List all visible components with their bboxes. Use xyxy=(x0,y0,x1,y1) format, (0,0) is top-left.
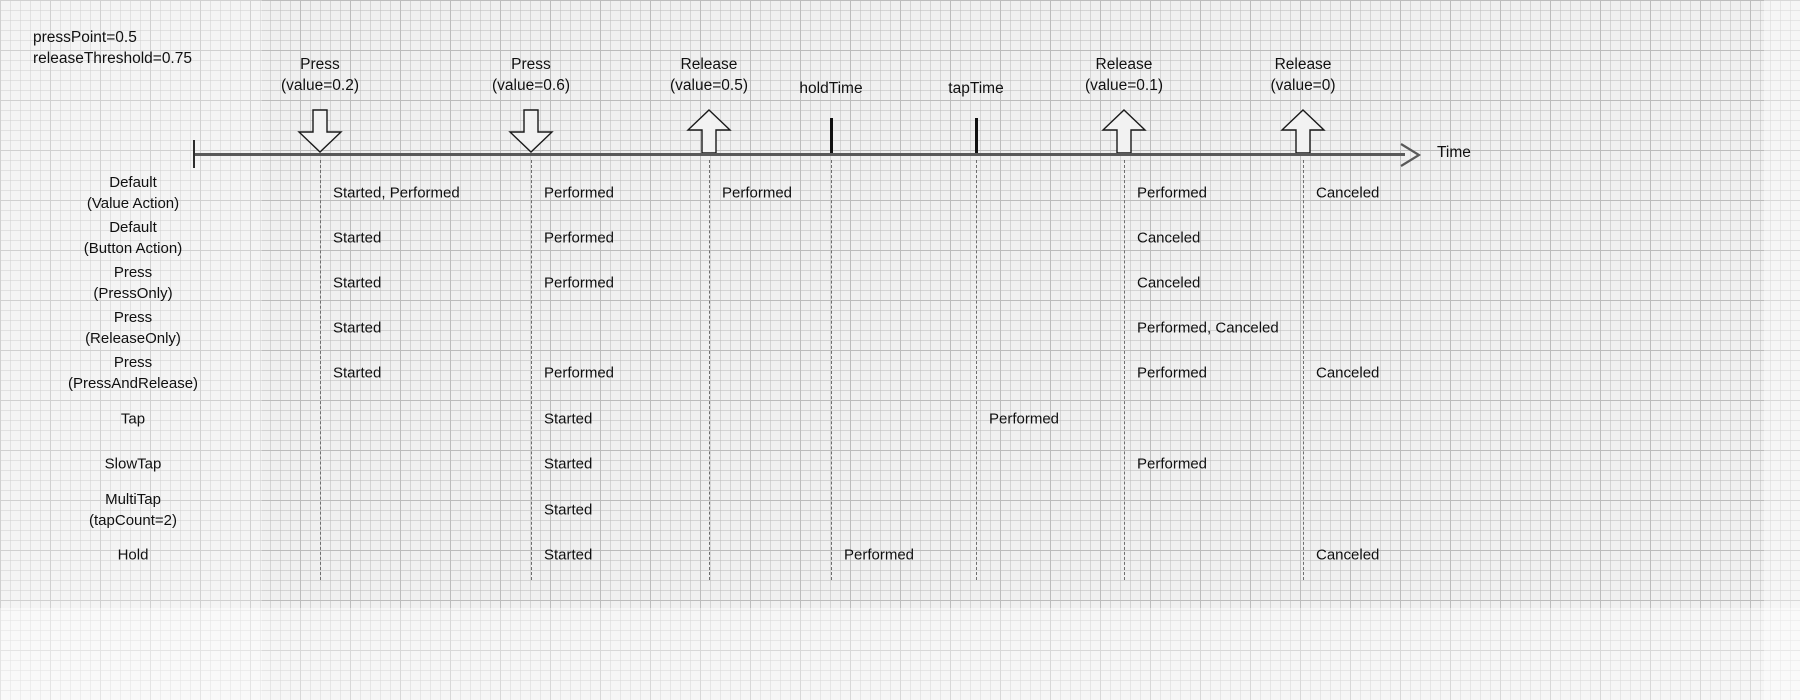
row-label-line2: (tapCount=2) xyxy=(89,512,177,529)
event-label-press-2: Press (value=0.6) xyxy=(492,54,570,96)
row-label-default-button-action: Default (Button Action) xyxy=(84,217,182,259)
row-label-tap: Tap xyxy=(121,409,145,430)
cell-slowtap-press-2: Started xyxy=(544,455,593,473)
row-label-line1: Tap xyxy=(120,410,146,428)
row-label-line1: Default xyxy=(109,174,157,191)
event-label-line1: Press xyxy=(300,56,340,73)
event-label-line2: (value=0.5) xyxy=(670,77,748,94)
row-label-line1: Default xyxy=(109,219,157,236)
event-label-release-2: Release (value=0.1) xyxy=(1085,54,1163,96)
cell-tap-tap-time: Performed xyxy=(989,410,1060,428)
event-label-press-1: Press (value=0.2) xyxy=(281,54,359,96)
cell-press-pressonly-press-1: Started xyxy=(333,274,382,292)
event-label-line1: Release xyxy=(1095,56,1153,73)
event-label-tap-time: tapTime xyxy=(948,78,1003,99)
event-label-line1: tapTime xyxy=(948,80,1004,97)
press-point-note: pressPoint=0.5 xyxy=(33,29,137,46)
release-threshold-note: releaseThreshold=0.75 xyxy=(33,50,192,67)
event-label-line2: (value=0.1) xyxy=(1085,77,1163,94)
time-axis-start-cap xyxy=(193,140,195,168)
cell-press-pressandrelease-press-2: Performed xyxy=(544,364,615,382)
cell-hold-release-3: Canceled xyxy=(1316,546,1380,564)
event-label-line1: Press xyxy=(511,56,551,73)
event-label-line1: Release xyxy=(680,56,738,73)
row-label-line2: (Value Action) xyxy=(86,195,180,212)
row-label-line1: Press xyxy=(113,264,153,281)
event-guide-hold-time xyxy=(831,160,832,580)
cell-default-value-action-release-1: Performed xyxy=(722,184,793,202)
event-guide-release-2 xyxy=(1124,160,1125,580)
row-label-multitap: MultiTap (tapCount=2) xyxy=(89,489,177,531)
cell-tap-press-2: Started xyxy=(544,410,593,428)
event-label-line1: holdTime xyxy=(799,80,863,97)
event-label-hold-time: holdTime xyxy=(799,78,862,99)
cell-press-pressandrelease-press-1: Started xyxy=(333,364,382,382)
cell-default-button-action-press-1: Started xyxy=(333,229,382,247)
event-guide-press-1 xyxy=(320,160,321,580)
row-label-slowtap: SlowTap xyxy=(105,454,162,475)
arrow-right-icon xyxy=(1400,143,1422,167)
cell-hold-hold-time: Performed xyxy=(844,546,915,564)
cell-default-value-action-release-2: Performed xyxy=(1137,184,1208,202)
row-label-line1: Press xyxy=(113,309,153,326)
event-guide-release-3 xyxy=(1303,160,1304,580)
cell-hold-press-2: Started xyxy=(544,546,593,564)
cell-slowtap-release-2: Performed xyxy=(1137,455,1208,473)
cell-default-value-action-press-2: Performed xyxy=(544,184,615,202)
cell-press-releaseonly-release-2: Performed, Canceled xyxy=(1137,319,1279,337)
event-label-line2: (value=0) xyxy=(1270,77,1336,94)
down-arrow-icon xyxy=(297,109,343,153)
row-label-press-releaseonly: Press (ReleaseOnly) xyxy=(85,307,181,349)
tick-icon xyxy=(975,118,978,154)
row-label-press-pressonly: Press (PressOnly) xyxy=(93,262,172,304)
row-label-line1: SlowTap xyxy=(104,455,162,473)
event-label-line2: (value=0.6) xyxy=(492,77,570,94)
row-label-line1: MultiTap xyxy=(105,491,161,508)
time-axis-label: Time xyxy=(1437,144,1471,161)
cell-press-pressandrelease-release-2: Performed xyxy=(1137,364,1208,382)
cell-default-button-action-press-2: Performed xyxy=(544,229,615,247)
event-label-release-1: Release (value=0.5) xyxy=(670,54,748,96)
row-label-line2: (Button Action) xyxy=(83,240,183,257)
cell-press-pressonly-press-2: Performed xyxy=(544,274,615,292)
event-guide-press-2 xyxy=(531,160,532,580)
cell-default-value-action-release-3: Canceled xyxy=(1316,184,1380,202)
cell-multitap-press-2: Started xyxy=(544,501,593,519)
down-arrow-icon xyxy=(508,109,554,153)
event-label-line2: (value=0.2) xyxy=(281,77,359,94)
row-label-line2: (PressAndRelease) xyxy=(67,375,199,392)
cell-press-pressonly-release-2: Canceled xyxy=(1137,274,1201,292)
row-label-line2: (ReleaseOnly) xyxy=(85,330,181,347)
row-label-line1: Press xyxy=(113,354,153,371)
row-label-line2: (PressOnly) xyxy=(93,285,173,302)
cell-default-button-action-release-2: Canceled xyxy=(1137,229,1201,247)
event-guide-release-1 xyxy=(709,160,710,580)
time-axis-line xyxy=(193,153,1405,156)
event-guide-tap-time xyxy=(976,160,977,580)
event-label-release-3: Release (value=0) xyxy=(1270,54,1335,96)
tick-icon xyxy=(830,118,833,154)
row-label-line1: Hold xyxy=(117,546,149,564)
event-label-line1: Release xyxy=(1274,56,1332,73)
cell-press-releaseonly-press-1: Started xyxy=(333,319,382,337)
cell-press-pressandrelease-release-3: Canceled xyxy=(1316,364,1380,382)
row-label-press-pressandrelease: Press (PressAndRelease) xyxy=(68,352,198,394)
row-label-default-value-action: Default (Value Action) xyxy=(87,172,179,214)
cell-default-value-action-press-1: Started, Performed xyxy=(333,184,460,202)
row-label-hold: Hold xyxy=(118,545,149,566)
